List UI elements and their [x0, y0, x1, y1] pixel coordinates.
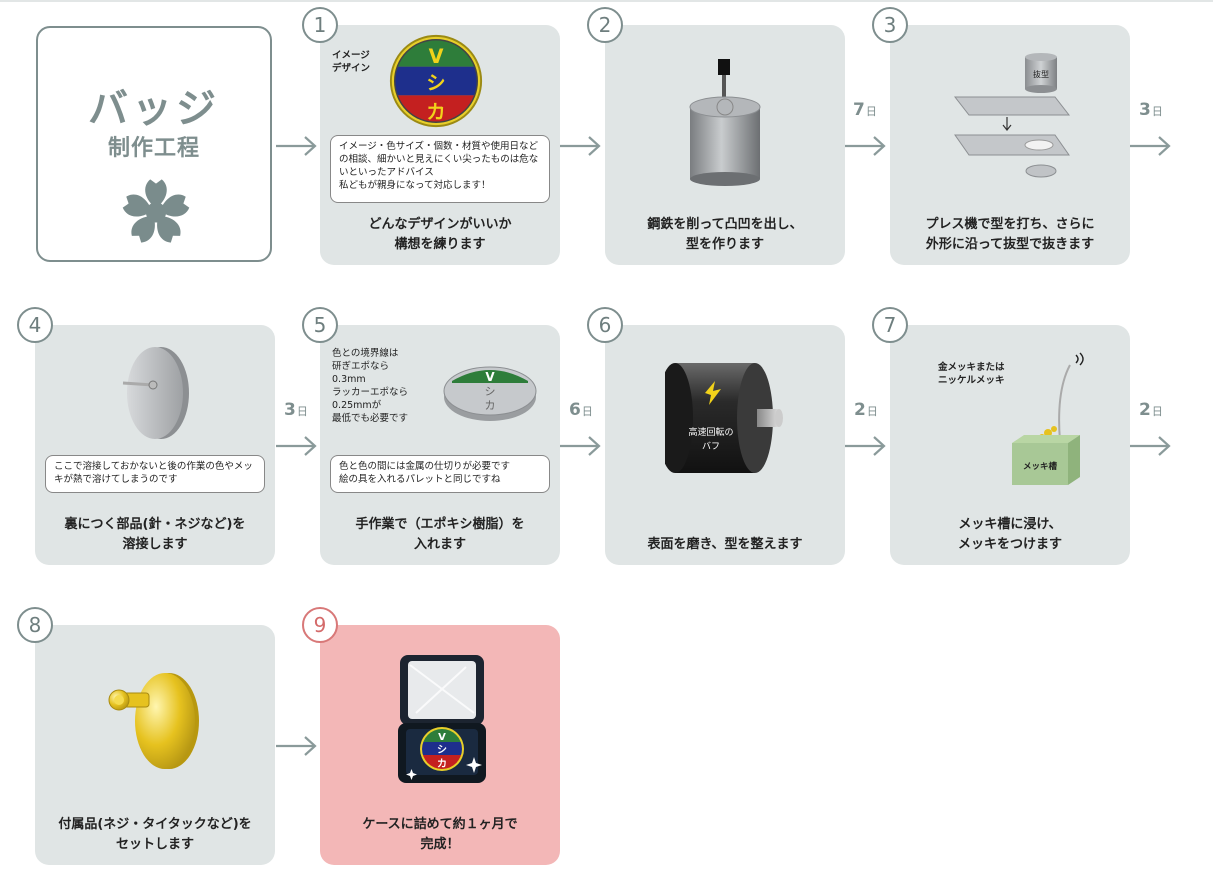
badge-letter: V — [429, 45, 444, 68]
caption-line-1: 裏につく部品(針・ネジなど)を — [64, 517, 246, 532]
page-title: バッジ — [88, 86, 220, 132]
badge-letter: カ — [437, 758, 447, 770]
badge-letter: カ — [426, 100, 445, 123]
caption-line-1: プレス機で型を打ち、さらに — [925, 217, 1095, 232]
gold-badge-icon — [108, 673, 199, 769]
chevron-right-arrow-icon — [845, 136, 886, 156]
step-caption: 手作業で（エポキシ樹脂）を 入れます — [330, 515, 550, 555]
title-card: バッジ 制作工程 — [36, 26, 272, 262]
caption-line-2: 型を作ります — [685, 237, 764, 252]
duration-label: 2日 — [854, 400, 878, 420]
step-3-card: 3 抜型 プレス機で型を打ち、さらに 外形に沿って抜型で抜きます — [872, 7, 1130, 265]
caption-line-2: 入れます — [413, 537, 466, 552]
duration-label: 2日 — [1139, 400, 1163, 420]
step-number: 3 — [872, 7, 908, 43]
steel-die-icon — [689, 59, 761, 186]
step-9-card: 9 V シ カ ケースに詰めて約１ヶ月で 完成！ — [302, 607, 560, 865]
step-caption: メッキ槽に浸け、 メッキをつけます — [900, 515, 1120, 555]
tank-label: メッキ槽 — [1023, 461, 1058, 472]
badge-letter: V — [438, 732, 446, 743]
boundary-note: 色との境界線は 研ぎエポなら 0.3mm ラッカーエポなら 0.25mmが 最低… — [332, 348, 409, 424]
step-caption: ケースに詰めて約１ヶ月で 完成！ — [330, 815, 550, 855]
badge-letter: シ — [426, 72, 445, 95]
step-number: 5 — [302, 307, 338, 343]
chevron-right-arrow-icon — [276, 736, 317, 756]
step-number: 1 — [302, 7, 338, 43]
caption-line-2: 完成！ — [420, 837, 460, 852]
chevron-right-arrow-icon — [560, 136, 601, 156]
step-caption: 裏につく部品(針・ネジなど)を 溶接します — [45, 515, 265, 555]
step-caption: プレス機で型を打ち、さらに 外形に沿って抜型で抜きます — [900, 215, 1120, 255]
caption-line-1: 手作業で（エポキシ樹脂）を — [355, 517, 525, 532]
step-number: 6 — [587, 307, 623, 343]
step-caption: 鋼鉄を削って凸凹を出し、 型を作ります — [615, 215, 835, 255]
design-label: イメージ デザイン — [332, 50, 371, 74]
duration-label: 7日 — [853, 100, 877, 120]
caption-line-1: 付属品(ネジ・タイタックなど)を — [58, 817, 252, 832]
caption-line-2: 溶接します — [122, 537, 188, 552]
step-caption: 表面を磨き、型を整えます — [615, 535, 835, 555]
step-6-card: 6 高速回転の バフ 表面を磨き、型を整えます — [587, 307, 845, 565]
caption-line-2: 構想を練ります — [394, 237, 486, 252]
duration-label: 3日 — [1139, 100, 1163, 120]
buff-label-line: バフ — [702, 441, 720, 452]
step-4-card: 4 ここで溶接しておかないと後の作業の色やメッキが熱で溶けてしまうのです 裏につ… — [17, 307, 275, 565]
step-number: 4 — [17, 307, 53, 343]
step-7-card: 7 金メッキまたは ニッケルメッキ メッキ槽 メッキ槽に浸け、 メッキをつけます — [872, 307, 1130, 565]
step-1-card: 1 イメージ デザイン V シ カ イメージ・色サイズ・個数・材質や使用日などの… — [302, 7, 560, 265]
step-number: 8 — [17, 607, 53, 643]
palette-bubble: 色と色の間には金属の仕切りが必要です 絵の具を入れるパレットと同じですね — [330, 455, 550, 493]
chevron-right-arrow-icon — [1130, 436, 1171, 456]
chevron-right-arrow-icon — [276, 436, 317, 456]
step-8-card: 8 付属品(ネジ・タイタックなど)を セットします — [17, 607, 275, 865]
top-divider — [0, 0, 1213, 2]
welding-bubble: ここで溶接しておかないと後の作業の色やメッキが熱で溶けてしまうのです — [45, 455, 265, 493]
step-caption: 付属品(ネジ・タイタックなど)を セットします — [45, 815, 265, 855]
badge-letter: シ — [437, 744, 447, 756]
badge-back-icon — [122, 347, 189, 439]
chevron-right-arrow-icon — [1130, 136, 1171, 156]
badge-design-icon: V シ カ — [389, 34, 483, 128]
chevron-right-arrow-icon — [560, 436, 601, 456]
die-label: 抜型 — [1033, 69, 1049, 79]
caption-line-2: セットします — [115, 837, 194, 852]
caption-line-2: メッキをつけます — [957, 537, 1062, 552]
caption-line-2: 外形に沿って抜型で抜きます — [925, 237, 1095, 252]
plating-tank-icon: メッキ槽 — [1012, 352, 1084, 485]
plating-note: 金メッキまたは ニッケルメッキ — [938, 362, 1005, 386]
badge-case-icon: V シ カ — [398, 655, 486, 783]
chevron-right-arrow-icon — [276, 136, 317, 156]
step-number: 7 — [872, 307, 908, 343]
badge-letter: シ — [485, 385, 496, 398]
epoxy-badge-icon: V シ カ — [443, 366, 537, 421]
buff-label-line: 高速回転の — [688, 426, 733, 438]
caption-line-1: 表面を磨き、型を整えます — [647, 537, 803, 552]
step-2-card: 2 鋼鉄を削って凸凹を出し、 型を作ります — [587, 7, 845, 265]
step-caption: どんなデザインがいいか 構想を練ります — [330, 215, 550, 255]
duration-label: 3日 — [284, 400, 308, 420]
sakura-icon — [121, 179, 191, 246]
badge-letter: V — [485, 370, 495, 384]
step-number: 9 — [302, 607, 338, 643]
press-sheet-icon: 抜型 — [953, 53, 1071, 178]
caption-line-1: どんなデザインがいいか — [368, 217, 512, 232]
advice-bubble: イメージ・色サイズ・個数・材質や使用日などの相談、細かいと見えにくい尖ったものは… — [330, 135, 550, 203]
step-number: 2 — [587, 7, 623, 43]
duration-label: 6日 — [569, 400, 593, 420]
buff-wheel-icon: 高速回転の バフ — [665, 363, 783, 473]
step-5-card: 5 色との境界線は 研ぎエポなら 0.3mm ラッカーエポなら 0.25mmが … — [302, 307, 560, 565]
caption-line-1: ケースに詰めて約１ヶ月で — [362, 817, 518, 832]
page-subtitle: 制作工程 — [107, 136, 200, 161]
badge-letter: カ — [485, 399, 496, 412]
caption-line-1: 鋼鉄を削って凸凹を出し、 — [647, 217, 803, 232]
caption-line-1: メッキ槽に浸け、 — [958, 517, 1062, 532]
chevron-right-arrow-icon — [845, 436, 886, 456]
